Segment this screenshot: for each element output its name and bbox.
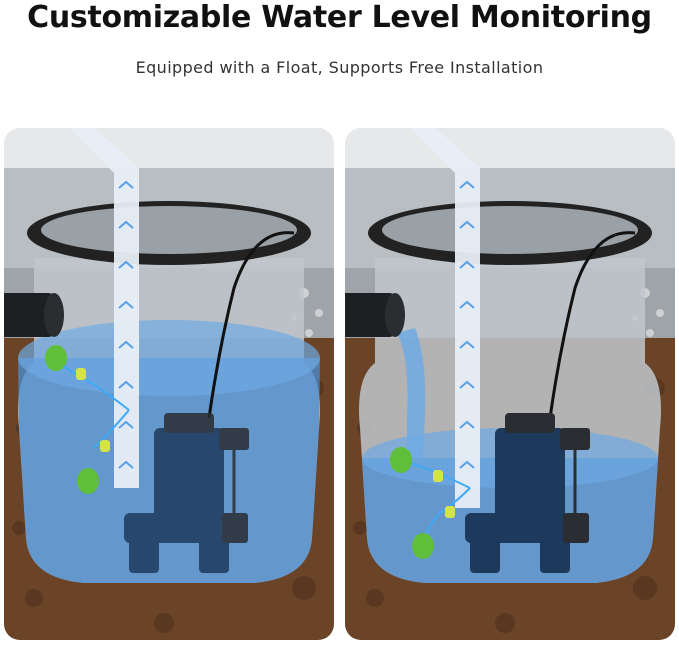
page-title: Customizable Water Level Monitoring [27,0,652,35]
sump-pit-low-water-illustration [345,128,675,640]
page-subtitle: Equipped with a Float, Supports Free Ins… [135,58,544,77]
sump-pit-high-water-illustration [4,128,334,640]
